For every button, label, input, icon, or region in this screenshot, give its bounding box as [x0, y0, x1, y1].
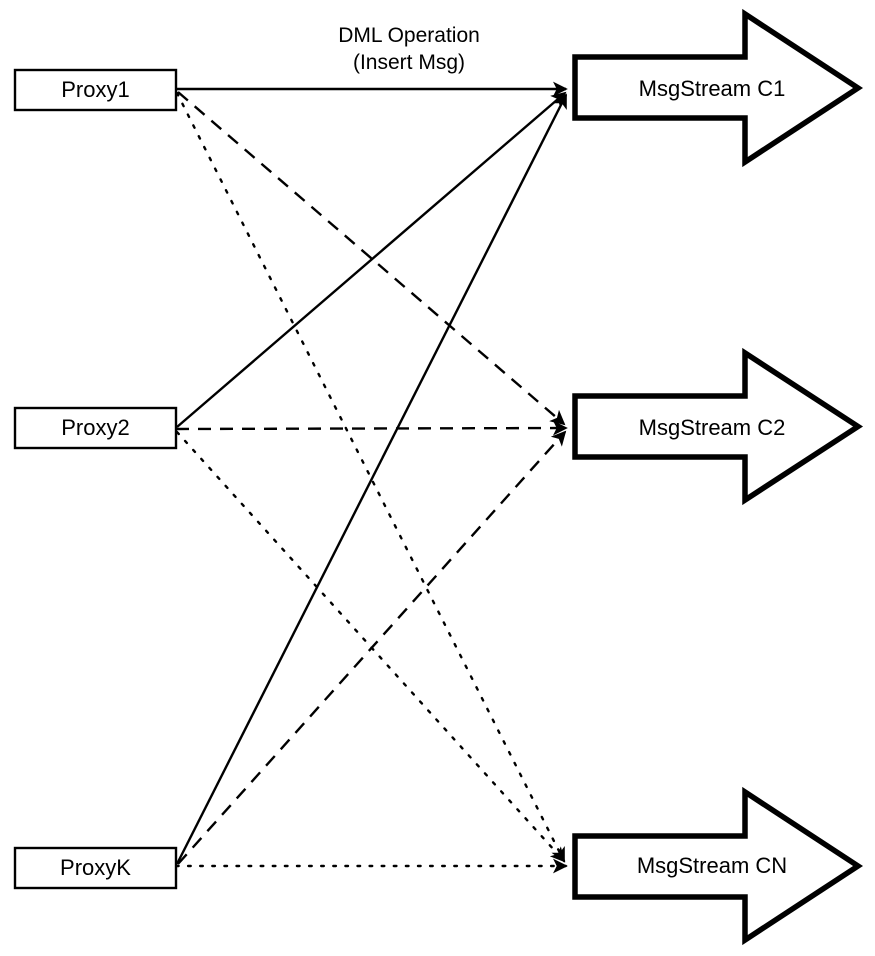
proxy-box-shape[interactable] [13, 406, 178, 450]
msgstream-node-c2[interactable]: MsgStream C2 [572, 347, 864, 506]
connector-line [175, 93, 568, 865]
connector-proxy2-c2 [175, 420, 568, 436]
connector-proxyK-c1 [175, 93, 568, 865]
proxy-node-proxy1[interactable]: Proxy1 [13, 68, 178, 112]
proxy-node-proxyK[interactable]: ProxyK [13, 846, 178, 890]
proxy-box-shape[interactable] [13, 846, 178, 890]
proxy-label: ProxyK [60, 855, 131, 880]
connector-line [177, 430, 567, 865]
msgstream-arrow-shape[interactable] [572, 8, 864, 168]
connector-proxy2-c1 [176, 91, 567, 428]
connections-layer [174, 81, 568, 874]
proxy-node-proxy2[interactable]: Proxy2 [13, 406, 178, 450]
connector-line [175, 420, 568, 436]
connector-proxy2-cn [175, 430, 566, 863]
msgstream-label: MsgStream CN [637, 853, 787, 878]
proxy-box-shape[interactable] [13, 68, 178, 112]
msgstream-arrow-shape[interactable] [572, 347, 864, 506]
proxy-label: Proxy1 [61, 77, 129, 102]
connector-line [177, 91, 566, 426]
msgstream-label: MsgStream C1 [639, 76, 786, 101]
connector-proxy1-c2 [177, 91, 566, 426]
msgstream-label: MsgStream C2 [639, 415, 786, 440]
connector-line [176, 91, 567, 428]
msgstream-arrow-shape[interactable] [572, 786, 864, 946]
edge-label-dml-operation: DML Operation (Insert Msg) [338, 24, 480, 74]
edge-label-line2: (Insert Msg) [353, 51, 465, 74]
connector-proxyK-c2 [177, 430, 567, 865]
proxy-label: Proxy2 [61, 415, 129, 440]
connector-line [175, 91, 566, 863]
edge-label-line1: DML Operation [338, 24, 480, 47]
msgstream-node-cn[interactable]: MsgStream CN [572, 786, 864, 946]
streams-layer: MsgStream C1 MsgStream C2 MsgStream CN [572, 8, 864, 946]
connector-proxy1-cn [175, 91, 566, 863]
connector-line [175, 430, 566, 863]
msgstream-node-c1[interactable]: MsgStream C1 [572, 8, 864, 168]
